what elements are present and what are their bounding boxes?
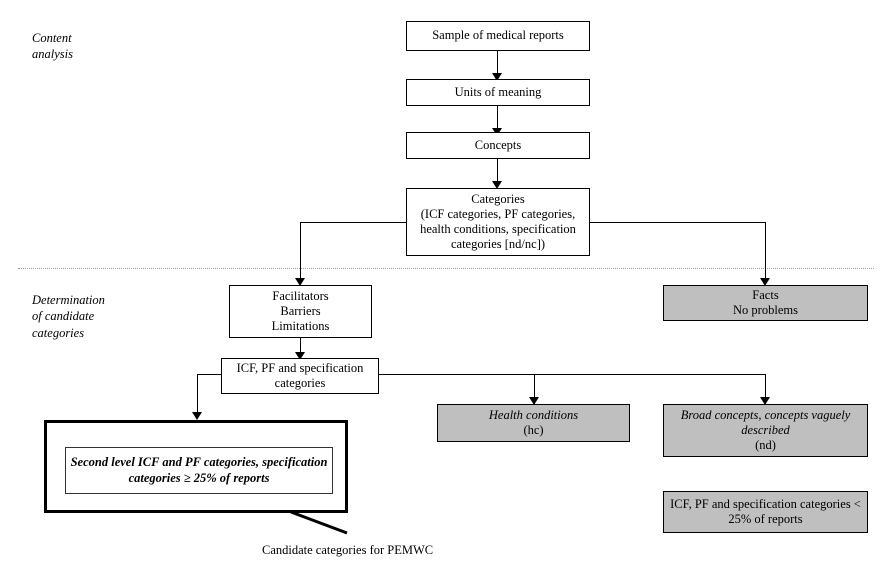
node-line: (ICF categories, PF categories, xyxy=(420,206,576,221)
node-sample: Sample of medical reports xyxy=(406,21,590,51)
stage-label-determination: Determination of candidate categories xyxy=(32,292,105,341)
connector-facilitators-to-icfpf xyxy=(300,338,301,358)
node-line: ICF, PF and specification categories < xyxy=(670,496,861,511)
stage-label-line: Determination xyxy=(32,293,105,307)
connector-categories-left-v xyxy=(300,222,301,284)
section-divider xyxy=(18,268,874,269)
node-second-level-inner: Second level ICF and PF categories, spec… xyxy=(65,447,333,494)
arrowhead-icfpf xyxy=(295,352,305,360)
node-line: (nd) xyxy=(755,438,776,453)
node-units: Units of meaning xyxy=(406,79,590,106)
connector-to-health-conditions-v xyxy=(534,374,535,404)
node-line: categories [nd/nc]) xyxy=(450,237,546,252)
node-line: Categories xyxy=(471,191,525,206)
node-facilitators: Facilitators Barriers Limitations xyxy=(229,285,372,338)
node-line: Barriers xyxy=(280,303,321,318)
node-icf-pf-under25: ICF, PF and specification categories < 2… xyxy=(663,491,868,533)
node-line: (hc) xyxy=(523,423,544,437)
node-line: 25% of reports xyxy=(728,512,803,526)
connector-categories-left-h xyxy=(300,222,406,223)
node-line: Units of meaning xyxy=(454,84,542,99)
node-line: Broad concepts, concepts vaguely xyxy=(680,407,851,422)
stage-label-content-analysis: Content analysis xyxy=(32,30,73,63)
arrowhead-broad-concepts xyxy=(760,397,770,405)
caption-leader-line xyxy=(290,510,348,535)
arrowhead-categories xyxy=(492,181,502,189)
connector-categories-right-h xyxy=(589,222,766,223)
node-icf-pf-spec: ICF, PF and specification categories xyxy=(221,358,379,394)
arrowhead-health-conditions xyxy=(529,397,539,405)
node-second-level: Second level ICF and PF categories, spec… xyxy=(44,420,348,513)
node-line: described xyxy=(741,422,790,437)
arrowhead-second-level xyxy=(192,412,202,420)
node-categories: Categories (ICF categories, PF categorie… xyxy=(406,188,590,256)
node-line: Facilitators xyxy=(272,288,329,303)
caption-candidate-categories: Candidate categories for PEMWC xyxy=(262,543,434,557)
connector-sample-to-units xyxy=(497,51,498,78)
connector-categories-right-v xyxy=(765,222,766,284)
node-line: categories xyxy=(274,376,326,390)
node-line: Sample of medical reports xyxy=(432,28,564,43)
node-line: categories ≥ 25% of reports xyxy=(128,470,270,485)
stage-label-line: categories xyxy=(32,325,85,340)
node-concepts: Concepts xyxy=(406,132,590,159)
connector-icfpf-right-h xyxy=(379,374,766,375)
arrowhead-units xyxy=(492,73,502,81)
connector-units-to-concepts xyxy=(497,106,498,133)
connector-to-broad-concepts-v xyxy=(765,374,766,404)
connector-icfpf-left-v xyxy=(197,374,198,418)
node-line: health conditions, specification xyxy=(420,222,576,236)
stage-label-line: analysis xyxy=(32,47,73,62)
node-line: Second level ICF and PF categories, spec… xyxy=(70,455,328,470)
stage-label-line: Content xyxy=(32,31,72,45)
stage-label-line: of candidate xyxy=(32,309,95,324)
node-line: Health conditions xyxy=(488,407,579,422)
arrowhead-facilitators xyxy=(295,278,305,286)
node-broad-concepts: Broad concepts, concepts vaguely describ… xyxy=(663,404,868,457)
node-line: No problems xyxy=(733,303,798,317)
node-health-conditions: Health conditions (hc) xyxy=(437,404,630,442)
connector-concepts-to-categories xyxy=(497,159,498,187)
node-line: Concepts xyxy=(474,137,522,152)
arrowhead-facts xyxy=(760,278,770,286)
node-facts: Facts No problems xyxy=(663,285,868,321)
node-line: Limitations xyxy=(271,319,330,334)
node-line: ICF, PF and specification xyxy=(236,360,364,375)
node-line: Facts xyxy=(752,287,779,302)
connector-icfpf-left-h xyxy=(197,374,221,375)
